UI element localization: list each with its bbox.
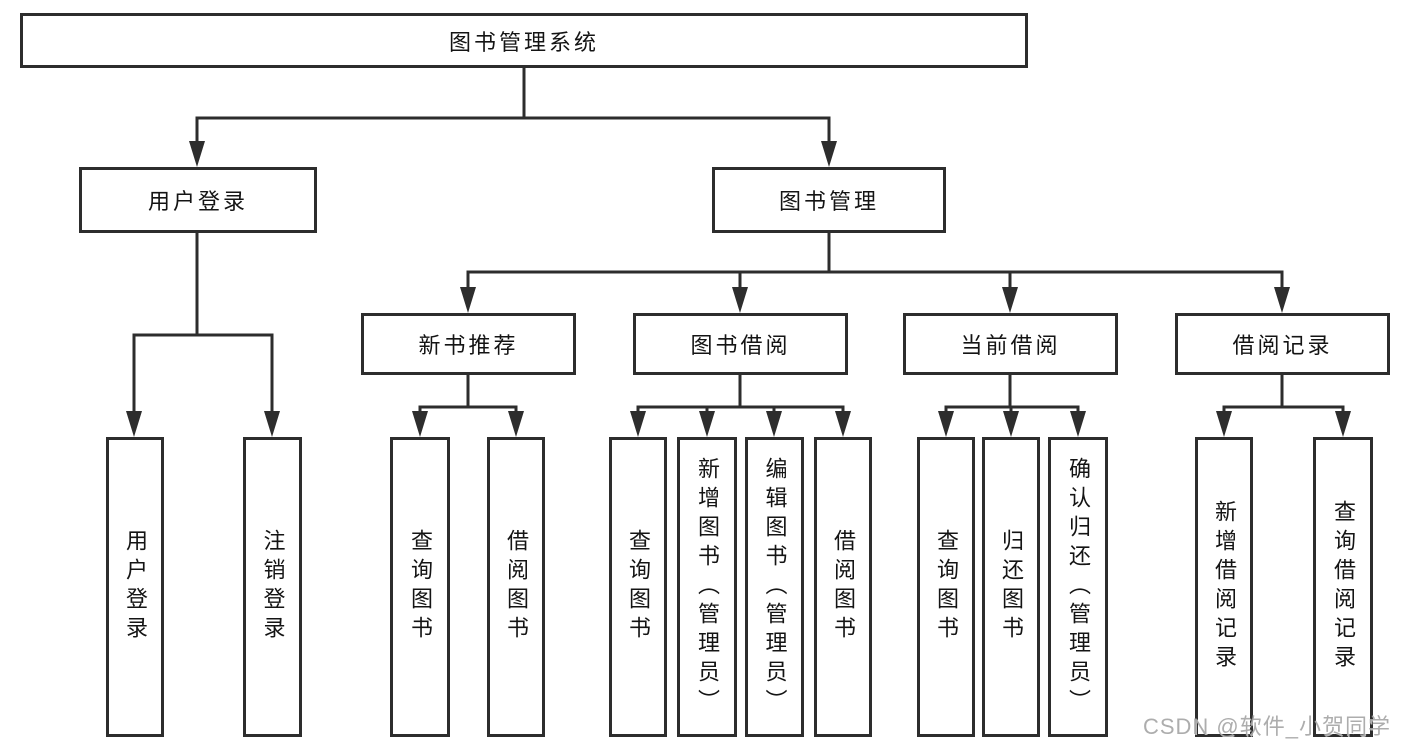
node-label: 借阅记录 xyxy=(1232,333,1333,358)
connector-root-to-level2 xyxy=(189,66,837,167)
csdn-watermark: CSDN @软件_小贺同学 xyxy=(1142,714,1391,739)
arrowhead-icon xyxy=(630,411,851,437)
leaf-borrow-books: 借阅图书 xyxy=(814,437,872,737)
node-label: 借阅图书 xyxy=(831,529,856,645)
node-label: 当前借阅 xyxy=(960,333,1061,358)
arrowhead-icon xyxy=(938,411,1086,437)
connector-borrow-records-branch xyxy=(1216,373,1351,437)
connector-current-borrow-branch xyxy=(938,373,1086,437)
arrowhead-icon xyxy=(1216,411,1351,437)
node-label: 查询图书 xyxy=(408,529,433,645)
connector-book-borrow-branch xyxy=(630,373,851,437)
node-label: 图书管理系统 xyxy=(448,29,599,55)
leaf-user-login: 用户登录 xyxy=(106,437,164,737)
node-label: 用户登录 xyxy=(123,529,148,645)
node-label: 确认归还（管理员） xyxy=(1066,456,1091,718)
node-label: 借阅图书 xyxy=(504,529,529,645)
node-new-book-recommend: 新书推荐 xyxy=(361,313,576,375)
connector-line xyxy=(418,373,518,417)
node-label: 查询图书 xyxy=(626,529,651,645)
connector-line xyxy=(466,231,1284,293)
node-book-borrowing: 图书借阅 xyxy=(633,313,848,375)
leaf-add-borrow-record: 新增借阅记录 xyxy=(1195,437,1253,737)
node-label: 注销登录 xyxy=(260,529,286,645)
node-label: 用户登录 xyxy=(147,189,248,214)
node-label: 新增借阅记录 xyxy=(1212,500,1237,674)
connector-book-mgmt-to-level3 xyxy=(460,231,1290,313)
node-book-management: 图书管理 xyxy=(712,167,946,233)
node-user-login: 用户登录 xyxy=(79,167,317,233)
connector-user-login-branch xyxy=(126,231,280,437)
node-borrowing-records: 借阅记录 xyxy=(1175,313,1390,375)
connector-line xyxy=(132,231,274,417)
leaf-query-borrow-record: 查询借阅记录 xyxy=(1313,437,1373,737)
node-label: 图书管理 xyxy=(778,189,879,214)
connector-line xyxy=(944,373,1080,417)
leaf-query-books-borrowing: 查询图书 xyxy=(609,437,667,737)
connector-line xyxy=(195,66,831,147)
leaf-return-books: 归还图书 xyxy=(982,437,1040,737)
leaf-confirm-return-admin: 确认归还（管理员） xyxy=(1048,437,1108,737)
leaf-logout-login: 注销登录 xyxy=(243,437,302,737)
arrowhead-icon xyxy=(460,287,1290,313)
node-root-library-system: 图书管理系统 xyxy=(20,13,1028,68)
leaf-borrow-books-recommend: 借阅图书 xyxy=(487,437,545,737)
leaf-edit-books-admin: 编辑图书（管理员） xyxy=(745,437,804,737)
connector-line xyxy=(636,373,845,417)
node-label: 新增图书（管理员） xyxy=(695,456,720,718)
node-current-borrowing: 当前借阅 xyxy=(903,313,1118,375)
leaf-query-books-recommend: 查询图书 xyxy=(390,437,450,737)
arrowhead-icon xyxy=(412,411,524,437)
node-label: 编辑图书（管理员） xyxy=(762,456,788,718)
leaf-query-books-current: 查询图书 xyxy=(917,437,975,737)
connector-new-book-rec-branch xyxy=(412,373,524,437)
node-label: 归还图书 xyxy=(999,529,1024,645)
connector-line xyxy=(1222,373,1345,417)
leaf-add-books-admin: 新增图书（管理员） xyxy=(677,437,737,737)
node-label: 新书推荐 xyxy=(418,333,519,358)
arrowhead-icon xyxy=(189,141,837,167)
node-label: 查询借阅记录 xyxy=(1331,500,1356,674)
node-label: 图书借阅 xyxy=(690,333,791,358)
node-label: 查询图书 xyxy=(934,529,959,645)
arrowhead-icon xyxy=(126,411,280,437)
